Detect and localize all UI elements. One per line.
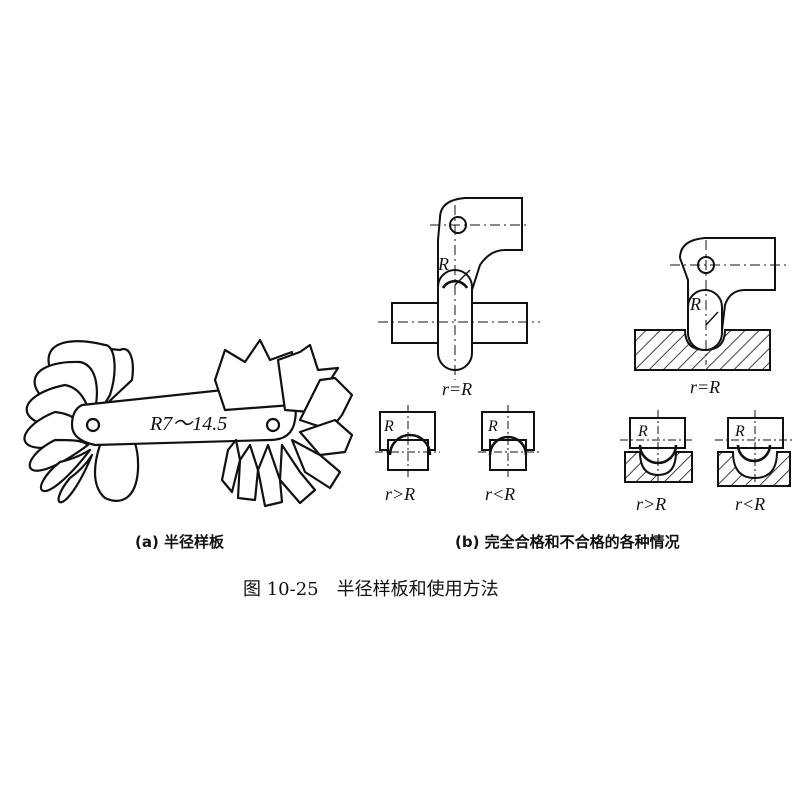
- left-blade-fan: [23, 340, 140, 504]
- shaft-check-larger: R r>R: [375, 405, 440, 504]
- shaft-check-main: R r=R: [378, 197, 540, 399]
- left-rivet: [85, 417, 101, 433]
- groove-gt-label: r>R: [636, 494, 666, 514]
- figure-caption: 图 10-25 半径样板和使用方法: [243, 579, 499, 600]
- shaft-gt-label: r>R: [385, 484, 415, 504]
- gauge-range-label: R7～14.5: [149, 413, 227, 435]
- shaft-lt-label: r<R: [485, 484, 515, 504]
- shaft-check-smaller: R r<R: [478, 405, 540, 504]
- groove-check-main: R r=R: [634, 237, 790, 397]
- groove-check-larger: R r>R: [620, 410, 695, 514]
- right-rivet: [265, 417, 281, 433]
- caption-a: (a) 半径样板: [135, 533, 225, 551]
- groove-check-smaller: R r<R: [715, 410, 795, 514]
- groove-eq-label: r=R: [690, 377, 720, 397]
- caption-b: (b) 完全合格和不合格的各种情况: [455, 533, 680, 551]
- small-r-label-3: R: [637, 423, 648, 440]
- groove-r-label: R: [689, 294, 701, 314]
- small-r-label-1: R: [383, 418, 394, 435]
- radius-gauge-set: R7～14.5: [23, 338, 354, 508]
- shaft-eq-label: r=R: [442, 379, 472, 399]
- right-blade-fan: [213, 338, 354, 508]
- shaft-r-label: R: [437, 254, 449, 274]
- small-r-label-4: R: [734, 423, 745, 440]
- groove-lt-label: r<R: [735, 494, 765, 514]
- small-r-label-2: R: [487, 418, 498, 435]
